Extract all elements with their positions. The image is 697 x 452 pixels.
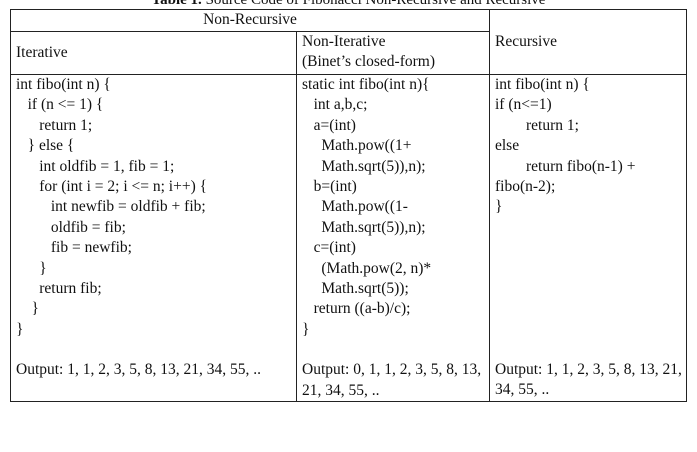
header-non-iterative-line1: Non-Iterative [302,33,386,50]
table-header-row-group: Non-Recursive Recursive [10,9,687,75]
cell-iterative: int fibo(int n) { if (n <= 1) { return 1… [10,73,297,403]
code-recursive: int fibo(int n) { if (n<=1) return 1; el… [495,76,636,216]
table-header-row-sub: Iterative Non-Iterative (Binet’s closed-… [10,31,687,75]
header-non-iterative: Non-Iterative (Binet’s closed-form) [296,31,490,75]
caption-label: Table 1. [151,0,202,8]
caption-text: Source Code of Fibonacci Non-Recursive a… [205,0,546,8]
table-caption: Table 1. Source Code of Fibonacci Non-Re… [0,0,697,9]
header-non-iterative-line2: (Binet’s closed-form) [302,53,436,71]
header-iterative: Iterative [10,31,297,75]
output-recursive: Output: 1, 1, 2, 3, 5, 8, 13, 21, 34, 55… [495,361,682,399]
header-non-recursive: Non-Recursive [10,9,490,32]
source-code-table: Non-Recursive Recursive Iterative Non-It… [10,9,687,403]
cell-recursive: int fibo(int n) { if (n<=1) return 1; el… [489,73,687,403]
code-non-iterative: static int fibo(int n){ int a,b,c; a=(in… [302,76,432,338]
code-iterative: int fibo(int n) { if (n <= 1) { return 1… [16,76,208,338]
table-body-row: int fibo(int n) { if (n <= 1) { return 1… [10,73,687,403]
cell-non-iterative: static int fibo(int n){ int a,b,c; a=(in… [296,73,490,403]
output-non-iterative: Output: 0, 1, 1, 2, 3, 5, 8, 13, 21, 34,… [302,361,482,399]
output-iterative: Output: 1, 1, 2, 3, 5, 8, 13, 21, 34, 55… [16,361,261,379]
header-recursive: Recursive [489,9,687,75]
